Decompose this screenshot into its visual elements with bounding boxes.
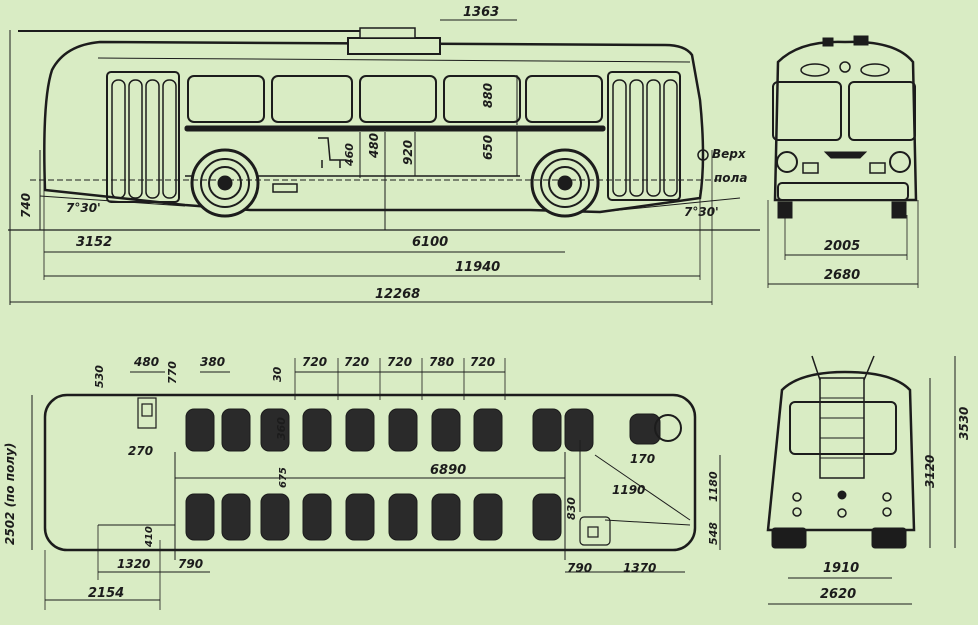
label-plan-2154: 2154 [88,586,124,601]
label-plan-790-right: 790 [567,561,592,575]
roof-equipment [347,37,441,55]
rear-wheel [530,148,600,218]
label-plan-380: 380 [200,355,225,369]
label-pitch-1: 720 [302,355,327,369]
seats-bottom-row [185,493,562,541]
front-door [106,71,180,203]
label-plan-360: 360 [275,417,288,440]
label-aisle-length: 6890 [430,463,466,478]
rear-view [766,355,956,605]
label-plan-1180: 1180 [707,471,720,502]
label-floor-top-1: Верх [712,147,747,161]
label-plan-1320: 1320 [117,557,150,571]
label-pitch-4: 780 [429,355,454,369]
front-body-outline [773,40,918,202]
label-height-3530: 3530 [957,407,971,440]
label-body-length: 11940 [455,260,500,275]
side-view [8,19,760,305]
label-plan-675: 675 [278,467,289,488]
label-pitch-5: 720 [470,355,495,369]
label-plan-30: 30 [271,366,284,382]
label-plan-548: 548 [707,522,720,545]
label-inner-width: 2502 (по полу) [3,443,17,545]
side-body-outline [43,40,705,214]
label-angle-rear: 7°30' [684,205,719,219]
label-top-pantograph: 1363 [463,5,499,20]
label-height-460: 460 [343,143,356,167]
front-view [767,35,919,288]
label-height-740: 740 [19,193,33,218]
label-total-length: 12268 [375,287,420,302]
label-plan-530: 530 [93,365,106,388]
label-plan-1190: 1190 [612,483,645,497]
label-plan-830: 830 [565,497,578,520]
label-front-track: 2005 [824,239,860,254]
label-front-width: 2680 [824,268,860,283]
plan-view [31,358,721,610]
label-height-480: 480 [367,133,381,159]
label-rear-track: 1910 [823,561,859,576]
side-windows [187,75,603,123]
label-plan-270: 270 [128,444,153,458]
label-height-920: 920 [401,140,415,165]
rear-body-outline [766,370,916,532]
dimension-labels: 1363 880 650 460 480 920 Верх пола 740 7… [3,5,971,602]
label-height-3120: 3120 [923,455,937,488]
label-pitch-3: 720 [387,355,412,369]
label-plan-170: 170 [630,452,655,466]
label-plan-790-left: 790 [178,557,203,571]
label-plan-1370: 1370 [623,561,656,575]
label-plan-770: 770 [166,361,179,384]
seats-top-row [185,408,661,452]
label-wheelbase: 6100 [412,235,448,250]
label-rear-width: 2620 [820,587,856,602]
label-plan-410: 410 [144,526,155,548]
front-wheel [190,148,260,218]
label-floor-top-2: пола [714,171,747,185]
label-front-overhang: 3152 [76,235,112,250]
plan-body-outline [43,393,697,552]
rear-door [607,71,681,201]
label-height-650: 650 [481,135,495,160]
label-height-880: 880 [481,83,495,108]
label-plan-480: 480 [133,355,159,369]
label-pitch-2: 720 [344,355,369,369]
label-angle-front: 7°30' [66,201,101,215]
